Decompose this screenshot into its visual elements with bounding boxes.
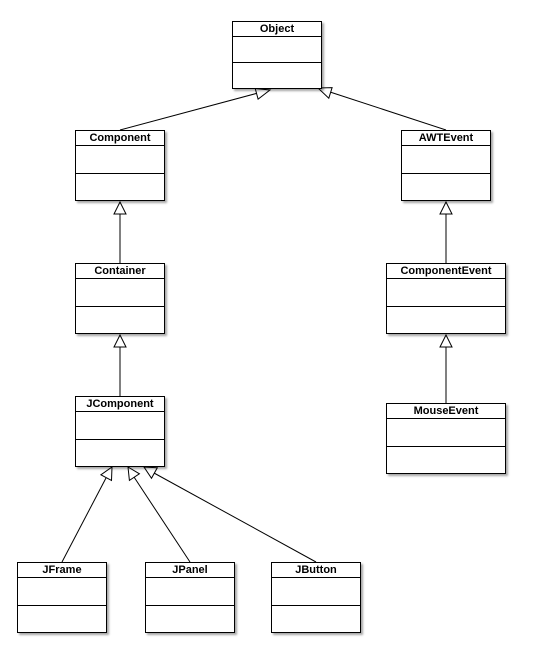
class-jcomponent[interactable]: JComponent [75, 396, 165, 467]
attributes-compartment [402, 146, 490, 174]
edge-jpanel-jcomponent [127, 466, 191, 563]
class-name: MouseEvent [387, 404, 505, 419]
class-jframe[interactable]: JFrame [17, 562, 107, 633]
operations-compartment [233, 63, 321, 88]
operations-compartment [387, 307, 505, 334]
attributes-compartment [76, 412, 164, 440]
attributes-compartment [146, 578, 234, 606]
class-name: ComponentEvent [387, 264, 505, 279]
edge-container-component [113, 200, 127, 263]
attributes-compartment [76, 279, 164, 307]
edge-mouseevent-componentevent [439, 333, 453, 403]
class-jbutton[interactable]: JButton [271, 562, 361, 633]
class-name: AWTEvent [402, 131, 490, 146]
class-componentevent[interactable]: ComponentEvent [386, 263, 506, 334]
class-container[interactable]: Container [75, 263, 165, 334]
operations-compartment [76, 174, 164, 201]
attributes-compartment [272, 578, 360, 606]
class-name: JButton [272, 563, 360, 578]
class-name: JFrame [18, 563, 106, 578]
operations-compartment [18, 606, 106, 633]
class-component[interactable]: Component [75, 130, 165, 201]
attributes-compartment [76, 146, 164, 174]
class-jpanel[interactable]: JPanel [145, 562, 235, 633]
attributes-compartment [233, 37, 321, 63]
attributes-compartment [387, 279, 505, 307]
edge-awtevent-object [316, 87, 447, 131]
edge-jcomponent-container [113, 333, 127, 396]
class-name: Container [76, 264, 164, 279]
class-name: JPanel [146, 563, 234, 578]
operations-compartment [402, 174, 490, 201]
class-object[interactable]: Object [232, 21, 322, 89]
operations-compartment [146, 606, 234, 633]
edge-jframe-jcomponent [61, 466, 113, 563]
class-name: Object [233, 22, 321, 37]
edge-componentevent-awtevent [439, 200, 453, 263]
class-awtevent[interactable]: AWTEvent [401, 130, 491, 201]
attributes-compartment [18, 578, 106, 606]
edge-jbutton-jcomponent [143, 466, 317, 563]
class-mouseevent[interactable]: MouseEvent [386, 403, 506, 474]
operations-compartment [76, 440, 164, 467]
operations-compartment [387, 447, 505, 474]
attributes-compartment [387, 419, 505, 447]
class-name: JComponent [76, 397, 164, 412]
operations-compartment [272, 606, 360, 633]
edge-component-object [119, 87, 272, 131]
operations-compartment [76, 307, 164, 334]
class-name: Component [76, 131, 164, 146]
